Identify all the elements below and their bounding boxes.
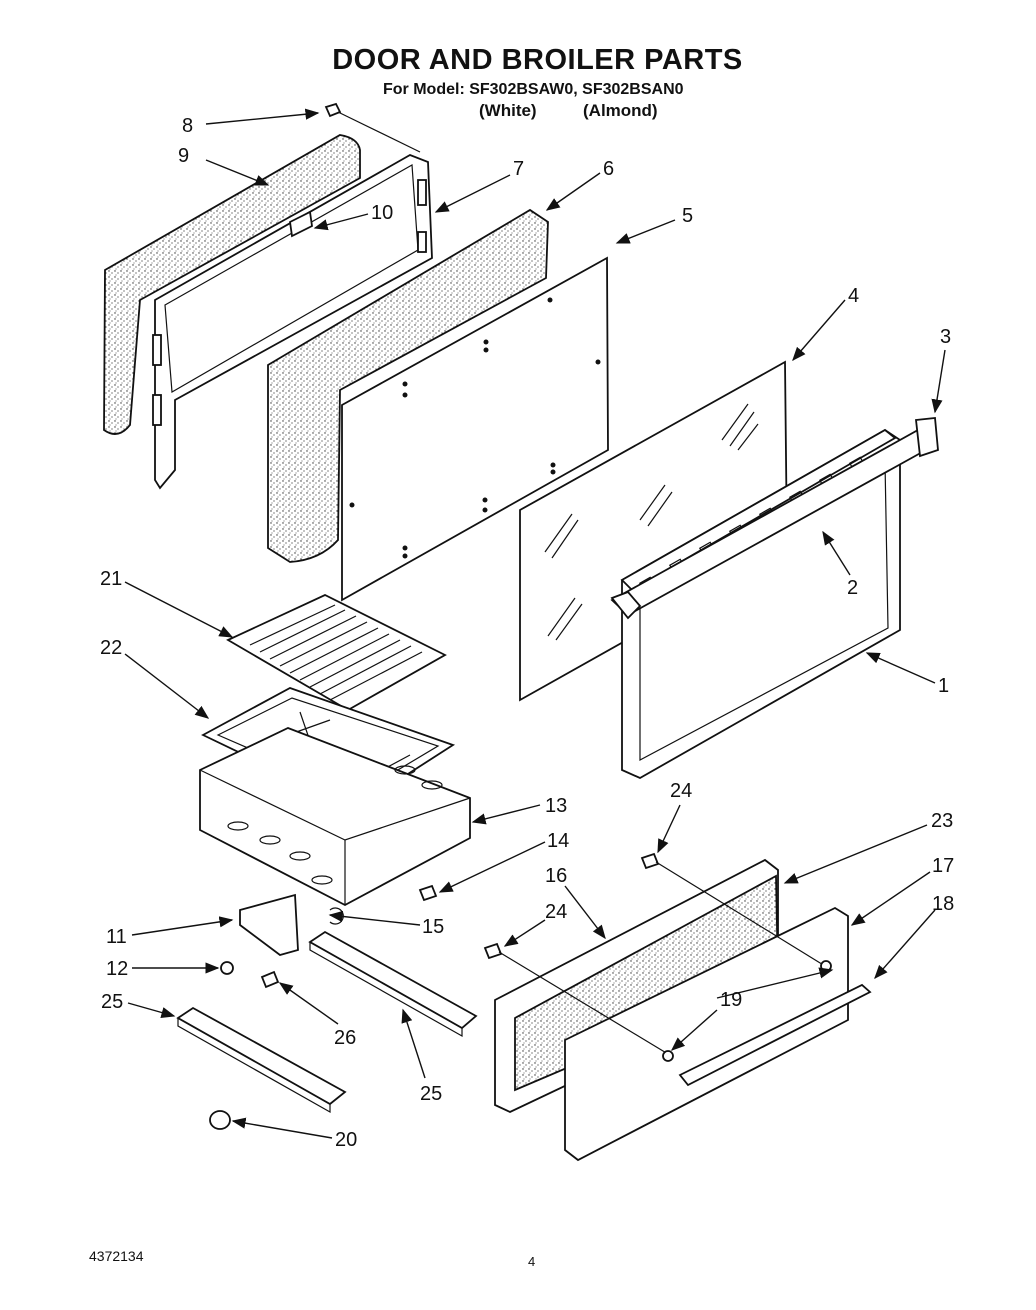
variant-almond: (Almond) <box>583 101 658 120</box>
screw-part-8 <box>324 102 421 153</box>
broiler-rail-lower <box>176 1006 347 1114</box>
callout-20: 20 <box>335 1129 357 1151</box>
broiler-door-handle <box>678 983 872 1087</box>
callout-19: 19 <box>720 989 742 1011</box>
screw-part-26 <box>260 970 280 989</box>
callout-12: 12 <box>106 958 128 980</box>
callout-24: 24 <box>670 780 692 802</box>
broiler-door-outer <box>564 906 849 1162</box>
callout-6: 6 <box>603 158 614 180</box>
callout-2: 2 <box>847 577 858 599</box>
broiler-rail-upper <box>308 930 478 1038</box>
broiler-grid <box>226 594 447 712</box>
callout-3: 3 <box>940 326 951 348</box>
callout-18: 18 <box>932 893 954 915</box>
clip-part <box>289 210 313 238</box>
page-title: DOOR AND BROILER PARTS <box>332 44 743 76</box>
callout-25-lower: 25 <box>101 991 123 1013</box>
document-number: 4372134 <box>89 1248 144 1264</box>
callout-26: 26 <box>334 1027 356 1049</box>
callout-10: 10 <box>371 202 393 224</box>
door-gasket <box>103 134 361 435</box>
callout-4: 4 <box>848 285 859 307</box>
callout-5: 5 <box>682 205 693 227</box>
callout-numbers: 8 9 7 6 10 5 4 3 2 1 21 22 13 24 23 14 1… <box>100 115 954 1151</box>
callout-23: 23 <box>931 810 953 832</box>
callout-1: 1 <box>938 675 949 697</box>
callout-24-lower: 24 <box>545 901 567 923</box>
callout-11: 11 <box>106 926 127 948</box>
callout-22: 22 <box>100 637 122 659</box>
callout-17: 17 <box>932 855 954 877</box>
callout-14: 14 <box>547 830 569 852</box>
door-handle <box>610 417 939 620</box>
screw-part-14 <box>418 884 438 902</box>
variant-white: (White) <box>479 101 537 120</box>
model-line: For Model: SF302BSAW0, SF302BSAN0 <box>383 81 684 98</box>
screw-part-24-upper <box>640 852 826 967</box>
callout-9: 9 <box>178 145 189 167</box>
callout-25-upper: 25 <box>420 1083 442 1105</box>
bumper-part-20 <box>209 1110 231 1130</box>
door-insulation <box>267 208 549 563</box>
inner-door-frame <box>152 154 433 490</box>
callout-21: 21 <box>100 568 122 590</box>
page-number: 4 <box>528 1254 536 1269</box>
broiler-pan <box>199 727 471 907</box>
broiler-bracket <box>239 893 299 956</box>
screw-part-24-lower <box>483 942 669 1055</box>
leader-lines <box>124 108 946 1139</box>
inner-panel <box>341 256 609 602</box>
callout-15: 15 <box>422 916 444 938</box>
callout-13: 13 <box>545 795 567 817</box>
nut-part-12 <box>220 961 234 975</box>
callout-16: 16 <box>545 865 567 887</box>
callout-8: 8 <box>182 115 193 137</box>
callout-7: 7 <box>513 158 524 180</box>
